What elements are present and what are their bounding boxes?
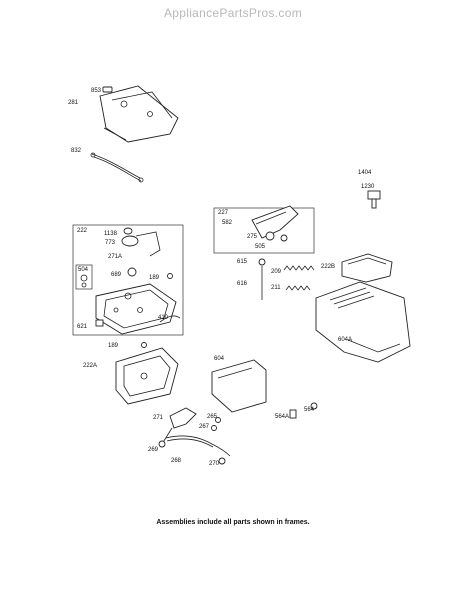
- label-227: 227: [218, 210, 229, 216]
- part-410-wire[interactable]: [159, 315, 181, 323]
- part-564A-bolt[interactable]: [289, 409, 297, 419]
- label-582: 582: [222, 220, 233, 226]
- part-604A-cover[interactable]: [315, 281, 411, 363]
- part-189-screw-b[interactable]: [141, 342, 147, 348]
- label-189-b: 189: [108, 343, 119, 349]
- label-604: 604: [214, 356, 225, 362]
- part-265-screw[interactable]: [215, 417, 221, 423]
- label-689: 689: [111, 272, 122, 278]
- site-title: AppliancePartsPros.com: [164, 6, 302, 20]
- part-222-control-bracket[interactable]: [95, 283, 177, 335]
- assemblies-note: Assemblies include all parts shown in fr…: [156, 519, 310, 526]
- part-853-fastener[interactable]: [102, 86, 113, 93]
- label-604A: 604A: [338, 337, 352, 343]
- label-1230: 1230: [361, 184, 375, 190]
- part-209-spring[interactable]: [283, 265, 315, 271]
- part-270-clip[interactable]: [218, 457, 226, 465]
- label-410: 410: [158, 315, 169, 321]
- label-271: 271: [153, 415, 164, 421]
- part-1230-screw[interactable]: [367, 190, 381, 209]
- label-616: 616: [237, 281, 248, 287]
- frame-504: [75, 264, 93, 290]
- part-271-lever[interactable]: [161, 407, 197, 445]
- part-222B-bracket[interactable]: [341, 253, 393, 283]
- label-267: 267: [199, 424, 210, 430]
- label-269: 269: [148, 447, 159, 453]
- frame-227: [213, 207, 315, 254]
- label-209: 209: [271, 269, 282, 275]
- label-504: 504: [78, 267, 89, 273]
- part-621-clip[interactable]: [95, 319, 104, 327]
- part-269-clamp[interactable]: [158, 440, 166, 448]
- frame-222: [72, 224, 184, 336]
- part-211-spring[interactable]: [285, 285, 311, 291]
- part-773-governor[interactable]: [121, 231, 161, 257]
- label-189-a: 189: [149, 275, 160, 281]
- part-281-bracket[interactable]: [99, 85, 179, 143]
- label-505: 505: [255, 244, 266, 250]
- part-268-cable[interactable]: [165, 435, 231, 457]
- label-268: 268: [171, 458, 182, 464]
- part-615-fastener[interactable]: [258, 258, 266, 266]
- label-615: 615: [237, 259, 248, 265]
- part-1138-spring[interactable]: [123, 227, 133, 235]
- label-281: 281: [68, 100, 79, 106]
- label-211: 211: [271, 285, 281, 291]
- part-222A-bracket[interactable]: [115, 347, 179, 405]
- label-271A: 271A: [108, 254, 122, 260]
- part-689-pivot[interactable]: [127, 267, 137, 277]
- label-270: 270: [209, 461, 220, 467]
- label-853: 853: [91, 88, 102, 94]
- part-267-nut[interactable]: [211, 425, 217, 431]
- label-1138: 1138: [104, 231, 118, 237]
- label-564: 564: [304, 407, 315, 413]
- part-504-icon: [80, 274, 88, 288]
- label-265: 265: [207, 414, 218, 420]
- label-275: 275: [247, 234, 258, 240]
- label-564A: 564A: [275, 414, 289, 420]
- label-222A: 222A: [83, 363, 97, 369]
- label-1404: 1404: [358, 170, 372, 176]
- part-189-screw-a[interactable]: [167, 273, 173, 279]
- part-604-cover[interactable]: [211, 359, 267, 413]
- part-227-lever-assembly[interactable]: [251, 205, 299, 242]
- label-222: 222: [77, 228, 88, 234]
- part-832-link[interactable]: [90, 152, 144, 183]
- label-621: 621: [77, 324, 88, 330]
- part-564-nut[interactable]: [310, 402, 318, 410]
- label-222B: 222B: [321, 264, 335, 270]
- label-832: 832: [71, 148, 82, 154]
- label-773: 773: [105, 240, 116, 246]
